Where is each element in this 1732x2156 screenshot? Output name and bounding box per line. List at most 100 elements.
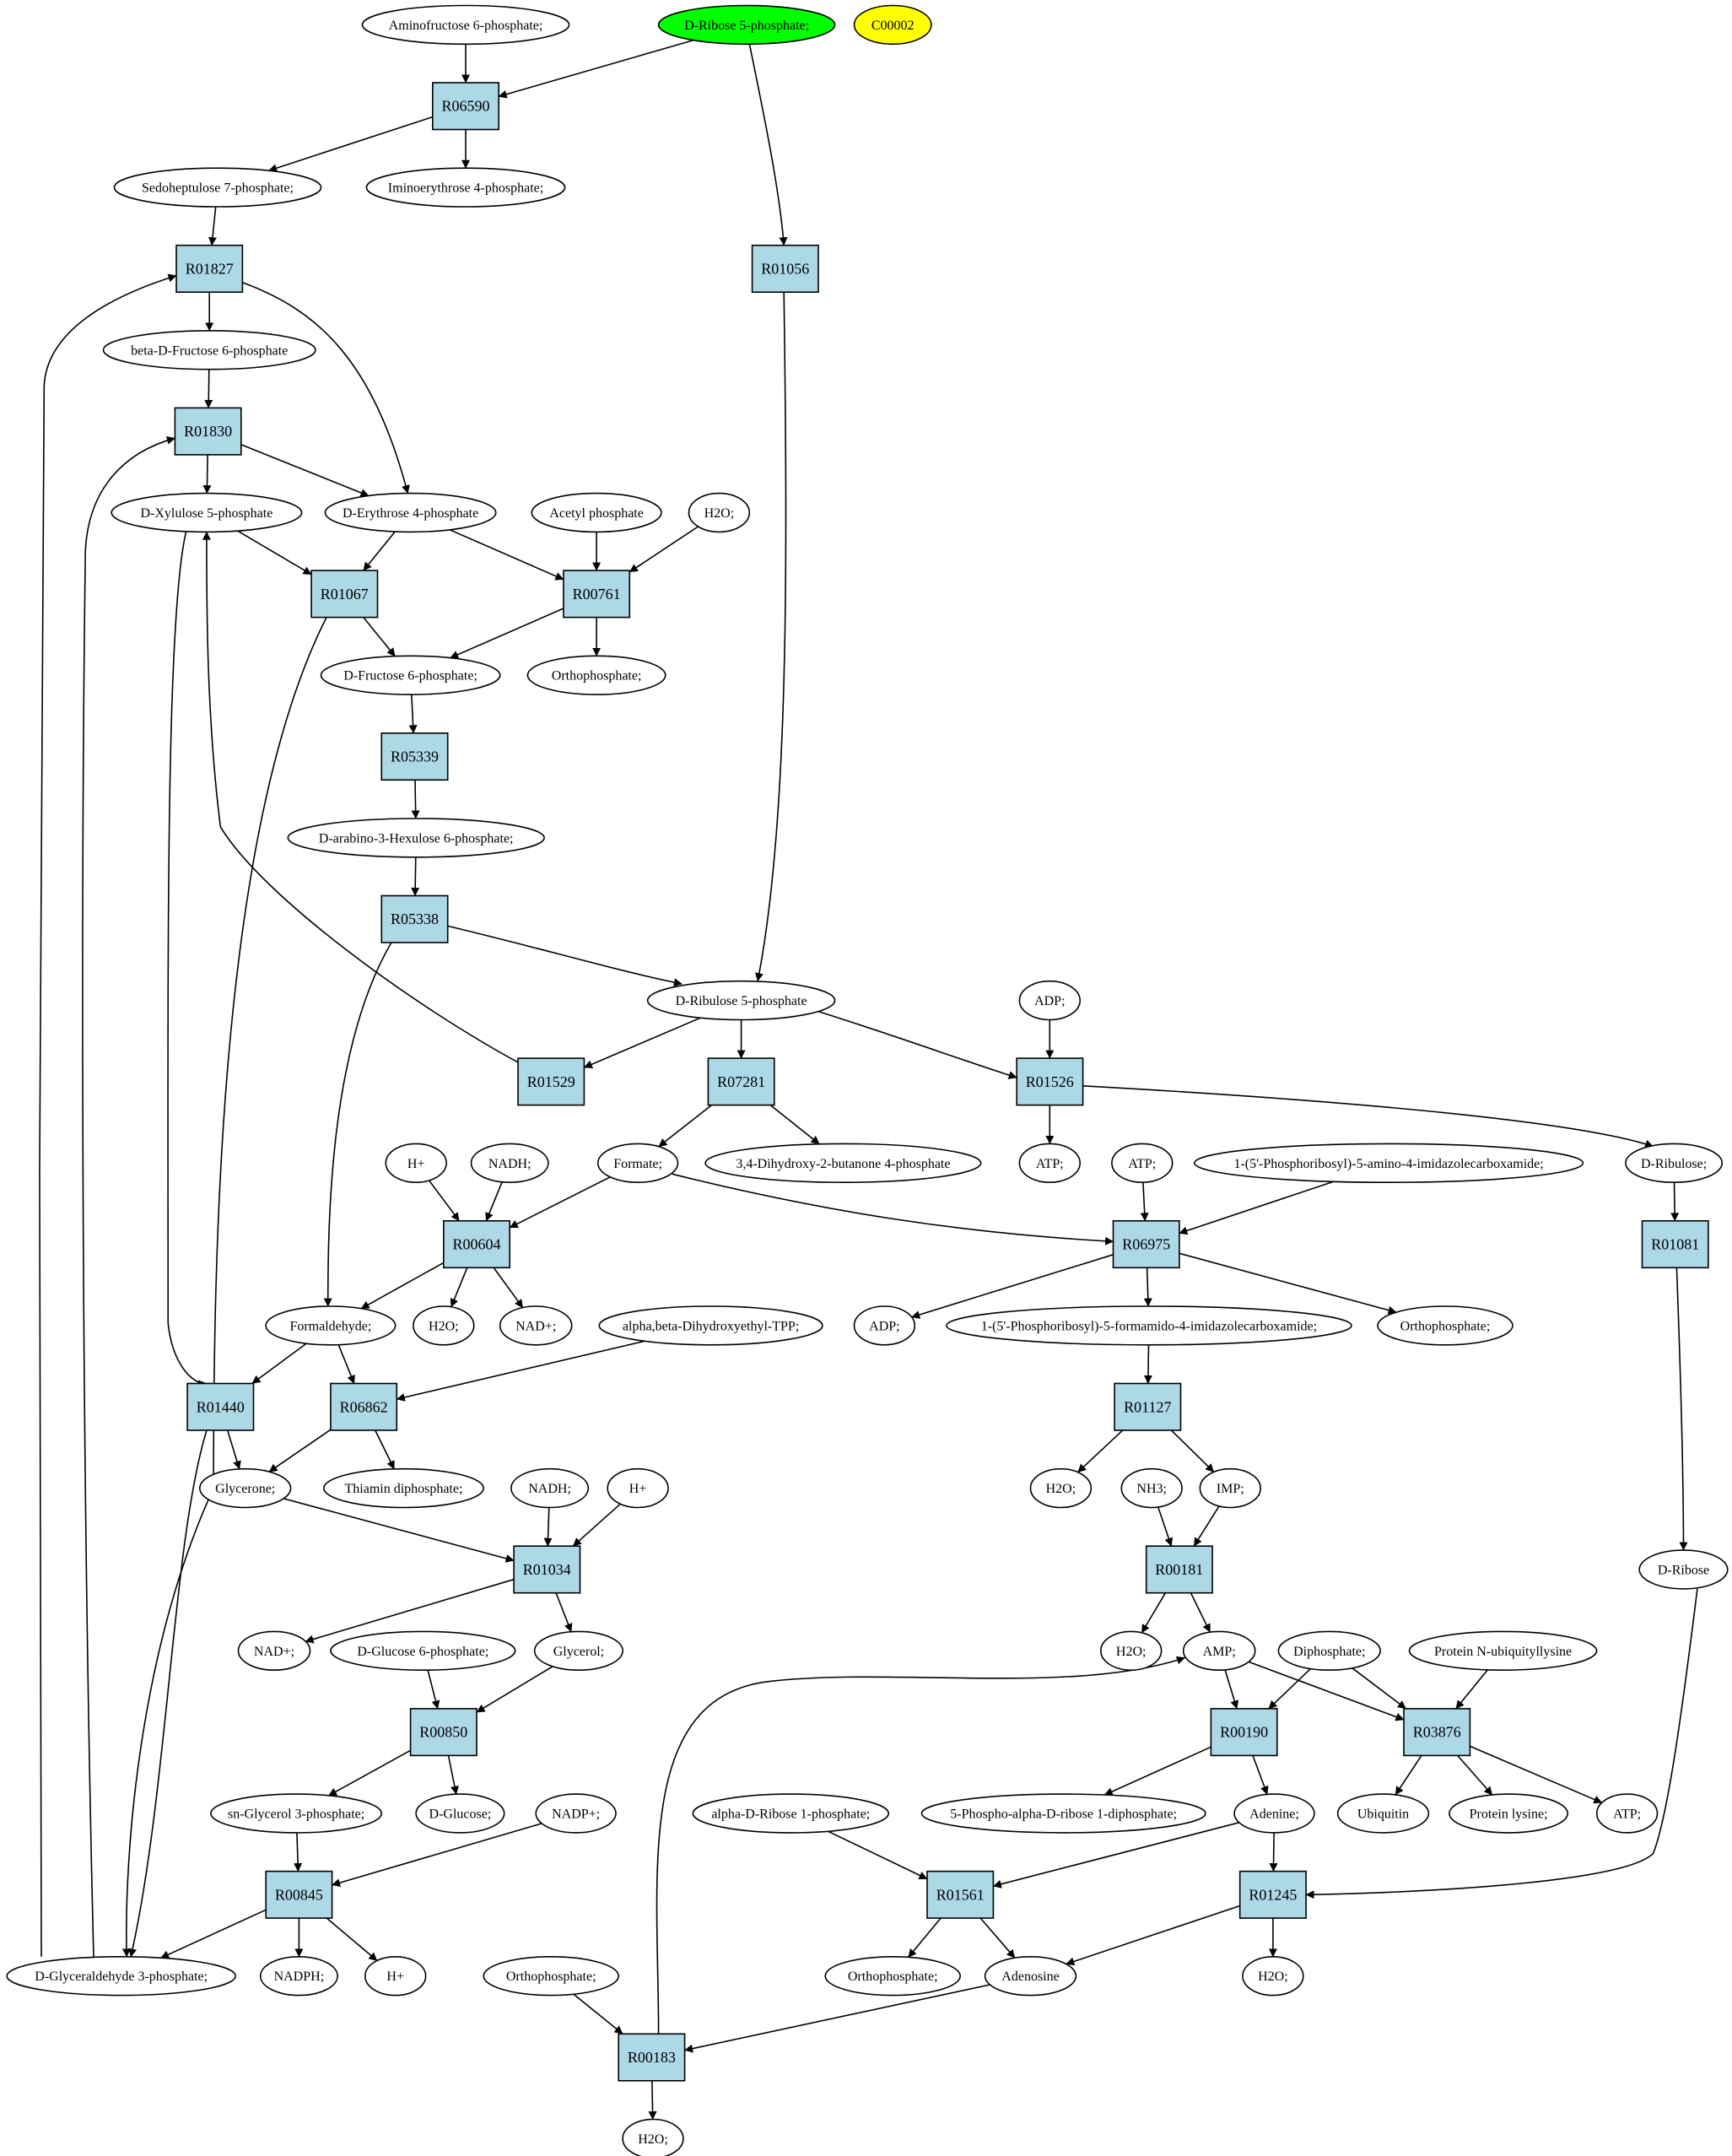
compound-node[interactable]: 3,4-Dihydroxy-2-butanone 4-phosphate bbox=[704, 1143, 982, 1184]
compound-ellipse bbox=[361, 4, 570, 46]
compound-node[interactable]: H+ bbox=[607, 1467, 669, 1509]
reaction-node[interactable]: R00850 bbox=[409, 1708, 478, 1757]
compound-ellipse bbox=[1449, 1793, 1569, 1834]
reaction-node[interactable]: R01526 bbox=[1016, 1057, 1084, 1106]
reaction-node[interactable]: R00761 bbox=[563, 570, 631, 619]
compound-node[interactable]: Thiamin diphosphate; bbox=[322, 1467, 484, 1509]
compound-node[interactable]: D-Glucose; bbox=[415, 1793, 505, 1834]
compound-node[interactable]: ATP; bbox=[1111, 1143, 1174, 1184]
reaction-node[interactable]: R01440 bbox=[186, 1382, 255, 1431]
reaction-node[interactable]: R01830 bbox=[174, 407, 242, 456]
compound-node[interactable]: ATP; bbox=[1595, 1793, 1659, 1834]
compound-label: Orthophosphate; bbox=[848, 1970, 938, 1984]
reaction-node[interactable]: R01127 bbox=[1114, 1382, 1182, 1431]
compound-node[interactable]: D-Ribose 5-phosphate; bbox=[657, 4, 836, 46]
reaction-node[interactable]: R00183 bbox=[618, 2033, 686, 2082]
compound-node[interactable]: Orthophosphate; bbox=[1377, 1305, 1513, 1346]
compound-node[interactable]: 5-Phospho-alpha-D-ribose 1-diphosphate; bbox=[920, 1793, 1206, 1834]
compound-node[interactable]: D-Glyceraldehyde 3-phosphate; bbox=[6, 1956, 236, 1997]
compound-node[interactable]: 1-(5'-Phosphoribosyl)-5-amino-4-imidazol… bbox=[1193, 1143, 1584, 1184]
compound-node[interactable]: H2O; bbox=[413, 1305, 475, 1346]
reaction-node[interactable]: R01561 bbox=[926, 1870, 995, 1919]
compound-node[interactable]: NADP+; bbox=[535, 1793, 617, 1834]
reaction-node[interactable]: R00181 bbox=[1145, 1545, 1213, 1594]
compound-node[interactable]: D-Glucose 6-phosphate; bbox=[330, 1630, 516, 1672]
compound-node[interactable]: H2O; bbox=[622, 2118, 684, 2156]
compound-node[interactable]: Acetyl phosphate bbox=[531, 492, 662, 533]
reaction-node[interactable]: R07281 bbox=[707, 1057, 775, 1106]
reaction-node[interactable]: R05338 bbox=[380, 894, 449, 943]
compound-node[interactable]: H2O; bbox=[1029, 1467, 1093, 1509]
compound-label: D-Fructose 6-phosphate; bbox=[343, 669, 478, 684]
reaction-node[interactable]: R00845 bbox=[265, 1870, 333, 1919]
reaction-node[interactable]: R06975 bbox=[1112, 1220, 1180, 1269]
reaction-node[interactable]: R06862 bbox=[330, 1382, 398, 1431]
compound-node[interactable]: Formate; bbox=[596, 1143, 679, 1184]
compound-node[interactable]: H2O; bbox=[1242, 1956, 1304, 1997]
compound-node[interactable]: beta-D-Fructose 6-phosphate bbox=[102, 330, 316, 370]
compound-node[interactable]: D-Xylulose 5-phosphate bbox=[111, 492, 303, 533]
compound-ellipse bbox=[946, 1305, 1352, 1346]
compound-node[interactable]: Formaldehyde; bbox=[265, 1305, 397, 1346]
edge-protub-to-R03876 bbox=[1455, 1669, 1488, 1710]
compound-node[interactable]: D-Erythrose 4-phosphate bbox=[324, 492, 497, 533]
compound-node[interactable]: Glycerol; bbox=[533, 1630, 624, 1672]
edge-ery4p-to-R01067 bbox=[363, 531, 396, 571]
reaction-node[interactable]: R01081 bbox=[1641, 1220, 1709, 1269]
compound-node[interactable]: C00002 bbox=[853, 4, 932, 46]
compound-node[interactable]: Orthophosphate; bbox=[526, 655, 666, 695]
compound-label: NADH; bbox=[528, 1482, 571, 1496]
compound-node[interactable]: H2O; bbox=[688, 492, 751, 533]
compound-node[interactable]: Orthophosphate; bbox=[483, 1956, 620, 1997]
compound-node[interactable]: ADP; bbox=[853, 1305, 916, 1346]
reaction-node[interactable]: R06590 bbox=[431, 82, 499, 131]
compound-node[interactable]: D-Fructose 6-phosphate; bbox=[320, 655, 501, 695]
compound-node[interactable]: NH3; bbox=[1120, 1467, 1183, 1509]
compound-node[interactable]: alpha-D-Ribose 1-phosphate; bbox=[692, 1793, 889, 1834]
compound-node[interactable]: Ubiquitin bbox=[1336, 1793, 1430, 1834]
compound-node[interactable]: Glycerone; bbox=[199, 1467, 292, 1509]
reaction-node[interactable]: R01034 bbox=[513, 1545, 581, 1594]
compound-node[interactable]: ATP; bbox=[1018, 1143, 1082, 1184]
compound-node[interactable]: 1-(5'-Phosphoribosyl)-5-formamido-4-imid… bbox=[946, 1305, 1352, 1346]
compound-node[interactable]: D-Ribulose; bbox=[1625, 1143, 1724, 1184]
compound-node[interactable]: IMP; bbox=[1199, 1467, 1262, 1509]
reaction-node[interactable]: R05339 bbox=[380, 732, 449, 781]
compound-node[interactable]: H2O; bbox=[1099, 1630, 1163, 1672]
reaction-node[interactable]: R01056 bbox=[751, 244, 819, 294]
compound-node[interactable]: D-arabino-3-Hexulose 6-phosphate; bbox=[287, 818, 545, 858]
compound-node[interactable]: AMP; bbox=[1182, 1630, 1256, 1672]
compound-node[interactable]: Adenosine bbox=[984, 1956, 1077, 1997]
reaction-node[interactable]: R00604 bbox=[442, 1220, 510, 1269]
compound-node[interactable]: Orthophosphate; bbox=[824, 1956, 961, 1997]
compound-node[interactable]: NAD+; bbox=[499, 1305, 573, 1346]
compound-node[interactable]: Protein lysine; bbox=[1449, 1793, 1569, 1834]
compound-node[interactable]: H+ bbox=[385, 1143, 447, 1184]
edge-glycerone-to-R01034 bbox=[283, 1498, 515, 1563]
compound-node[interactable]: Iminoerythrose 4-phosphate; bbox=[365, 167, 566, 208]
compound-node[interactable]: alpha,beta-Dihydroxyethyl-TPP; bbox=[598, 1305, 823, 1346]
compound-label: Acetyl phosphate bbox=[549, 506, 644, 521]
compound-node[interactable]: Protein N-ubiquityllysine bbox=[1408, 1630, 1598, 1672]
reaction-node[interactable]: R01245 bbox=[1238, 1870, 1307, 1919]
compound-node[interactable]: NADH; bbox=[510, 1467, 590, 1509]
compound-node[interactable]: D-Ribose bbox=[1638, 1549, 1729, 1590]
reaction-node[interactable]: R03876 bbox=[1403, 1708, 1471, 1757]
compound-node[interactable]: H+ bbox=[364, 1956, 427, 1997]
edge-amp-to-R03876 bbox=[1248, 1661, 1405, 1721]
compound-node[interactable]: NADH; bbox=[470, 1143, 549, 1184]
reaction-label: R06975 bbox=[1122, 1236, 1170, 1253]
compound-node[interactable]: Adenine; bbox=[1233, 1793, 1315, 1834]
compound-node[interactable]: Diphosphate; bbox=[1277, 1630, 1382, 1672]
reaction-node[interactable]: R01067 bbox=[310, 570, 379, 619]
reaction-node[interactable]: R01529 bbox=[517, 1057, 585, 1106]
compound-node[interactable]: NADPH; bbox=[259, 1956, 338, 1997]
reaction-node[interactable]: R00190 bbox=[1210, 1708, 1278, 1757]
reaction-node[interactable]: R01827 bbox=[175, 244, 244, 294]
compound-node[interactable]: D-Ribulose 5-phosphate bbox=[646, 980, 836, 1021]
compound-node[interactable]: Sedoheptulose 7-phosphate; bbox=[113, 167, 322, 208]
compound-node[interactable]: NAD+; bbox=[237, 1630, 311, 1672]
compound-node[interactable]: Aminofructose 6-phosphate; bbox=[361, 4, 570, 46]
compound-node[interactable]: ADP; bbox=[1018, 980, 1082, 1021]
compound-node[interactable]: sn-Glycerol 3-phosphate; bbox=[210, 1793, 383, 1834]
